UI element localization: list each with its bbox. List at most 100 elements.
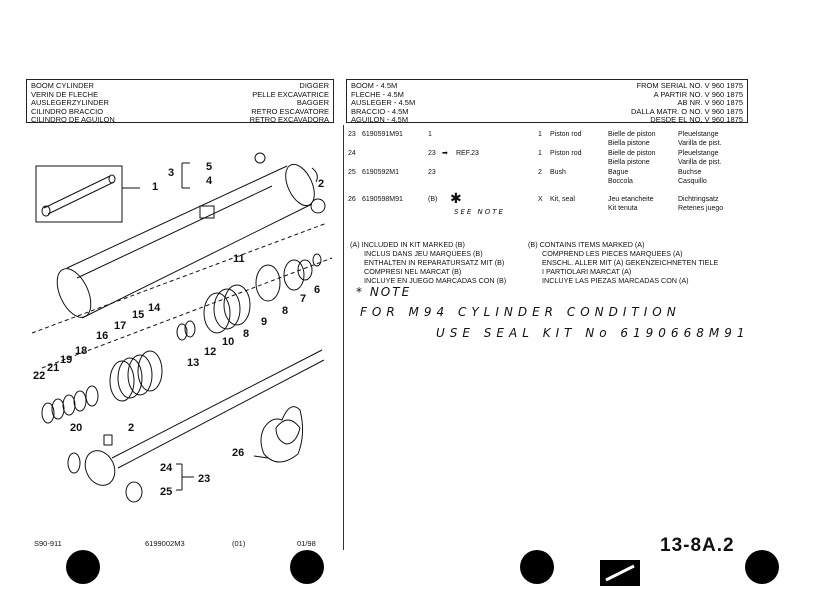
callout-21: 21 — [47, 362, 60, 374]
footer-doc: 6199002M3 — [145, 539, 185, 548]
note-b-line: I PARTIOLARI MARCAT (A) — [542, 267, 632, 276]
punch-hole — [520, 550, 554, 584]
part-fr-1: Bague — [608, 169, 629, 176]
inset-box — [35, 165, 123, 223]
page-number: 13-8A.2 — [660, 535, 735, 556]
note-a-line: INCLUS DANS JEU MARQUEES (B) — [364, 249, 483, 258]
note-b-line: INCLUYE LAS PIEZAS MARCADAS CON (A) — [542, 276, 689, 285]
punch-hole — [290, 550, 324, 584]
part-de-2: Retenes juego — [678, 205, 724, 212]
note-a-line: COMPRESI NEL MARCAT (B) — [364, 267, 462, 276]
callout-16: 16 — [96, 330, 109, 342]
part-ref: 26 — [348, 196, 356, 203]
callout-22: 22 — [33, 370, 46, 382]
callout-13: 13 — [187, 357, 200, 369]
footer-code: S90-911 — [34, 539, 62, 548]
part-qty: X — [538, 196, 543, 203]
part-fr-1: Bielle de piston — [608, 131, 656, 138]
callout-10: 10 — [222, 336, 235, 348]
column-divider — [343, 125, 344, 550]
part-col-a: 1 — [428, 131, 432, 138]
part-fr-2: Biella pistone — [608, 140, 650, 147]
part-col-a: 23 — [428, 150, 436, 157]
callout-19: 19 — [60, 354, 73, 366]
inset-rod-icon — [41, 174, 116, 217]
part-number: 6190591M91 — [362, 131, 403, 138]
callout-11: 11 — [233, 253, 245, 265]
notes-b: (B) CONTAINS ITEMS MARKED (A) COMPREND L… — [528, 240, 748, 285]
callout-14: 14 — [148, 302, 161, 314]
part-desc: Piston rod — [550, 131, 582, 138]
note-b-line: COMPREND LES PIECES MARQUEES (A) — [542, 249, 683, 258]
part-ref-to: REF.23 — [456, 150, 479, 157]
handnote-line-2: USE SEAL KIT No 6190668M91 — [436, 326, 750, 340]
part-ref: 24 — [348, 150, 356, 157]
exploded-diagram — [31, 152, 333, 503]
part-number: 6190592M1 — [362, 169, 399, 176]
part-qty: 2 — [538, 169, 542, 176]
callout-23: 23 — [198, 473, 211, 485]
seal-kit-bag-icon — [260, 406, 304, 463]
punch-hole — [745, 550, 779, 584]
part-de-1: Dichtringsatz — [678, 196, 719, 203]
see-note: SEE NOTE — [454, 208, 505, 216]
part-fr-1: Jeu etancheite — [608, 196, 654, 203]
header-right-row-2: FLECHE - 4.5MA PARTIR No. V 960 1875 — [351, 89, 743, 99]
part-fr-1: Bielle de piston — [608, 150, 656, 157]
part-de-2: Casquillo — [678, 178, 707, 185]
handnote-title: * NOTE — [356, 285, 412, 299]
note-a-line: ENTHALTEN IN REPARATURSATZ MIT (B) — [364, 258, 505, 267]
callout-25: 25 — [160, 486, 173, 498]
callout-17: 17 — [114, 320, 127, 332]
part-de-2: Varilla de pist. — [678, 159, 722, 166]
punch-hole — [66, 550, 100, 584]
callout-26: 26 — [232, 447, 245, 459]
asterisk-mark: ✱ — [450, 190, 462, 206]
notes-a: (A) INCLUDED IN KIT MARKED (B) INCLUS DA… — [350, 240, 530, 285]
seals-group-icon — [41, 253, 322, 424]
part-de-1: Pleuelstange — [678, 150, 719, 157]
parts-list: 23 6190591M91 1 1 Piston rod Bielle de p… — [348, 128, 748, 238]
part-fr-2: Boccola — [608, 178, 633, 185]
callout-6: 6 — [314, 284, 321, 296]
callout-20: 20 — [70, 422, 83, 434]
cylinder-logo-icon — [600, 560, 640, 586]
part-desc: Piston rod — [550, 150, 582, 157]
part-qty: 1 — [538, 131, 542, 138]
callout-12: 12 — [204, 346, 217, 358]
arrow-icon: ➡ — [442, 150, 448, 157]
callout-2: 2 — [318, 178, 325, 190]
part-qty: 1 — [538, 150, 542, 157]
footer-issue: (01) — [232, 539, 246, 548]
part-de-2: Varilla de pist. — [678, 140, 722, 147]
callout-5: 5 — [206, 161, 213, 173]
callout-9: 9 — [261, 316, 268, 328]
callout-24: 24 — [160, 462, 173, 474]
callout-3: 3 — [168, 167, 175, 179]
callout-7: 7 — [300, 293, 307, 305]
part-de-1: Buchse — [678, 169, 702, 176]
part-fr-2: Biella pistone — [608, 159, 650, 166]
part-de-1: Pleuelstange — [678, 131, 719, 138]
note-b-line: ENSCHL. ALLER MIT (A) GEKENZEICHNETEN TI… — [542, 258, 719, 267]
part-fr-2: Kit tenuta — [608, 205, 638, 212]
part-number: 6190598M91 — [362, 196, 403, 203]
callout-18: 18 — [75, 345, 88, 357]
piston-rod-icon — [67, 349, 325, 503]
callout-2b: 2 — [128, 422, 135, 434]
note-a-line: INCLUYE EN JUEGO MARCADAS CON (B) — [364, 276, 507, 285]
note-b-line: (B) CONTAINS ITEMS MARKED (A) — [528, 240, 645, 249]
footer-date: 01/98 — [297, 539, 316, 548]
callout-4: 4 — [206, 175, 213, 187]
part-desc: Bush — [550, 169, 566, 176]
part-desc: Kit, seal — [550, 196, 575, 203]
